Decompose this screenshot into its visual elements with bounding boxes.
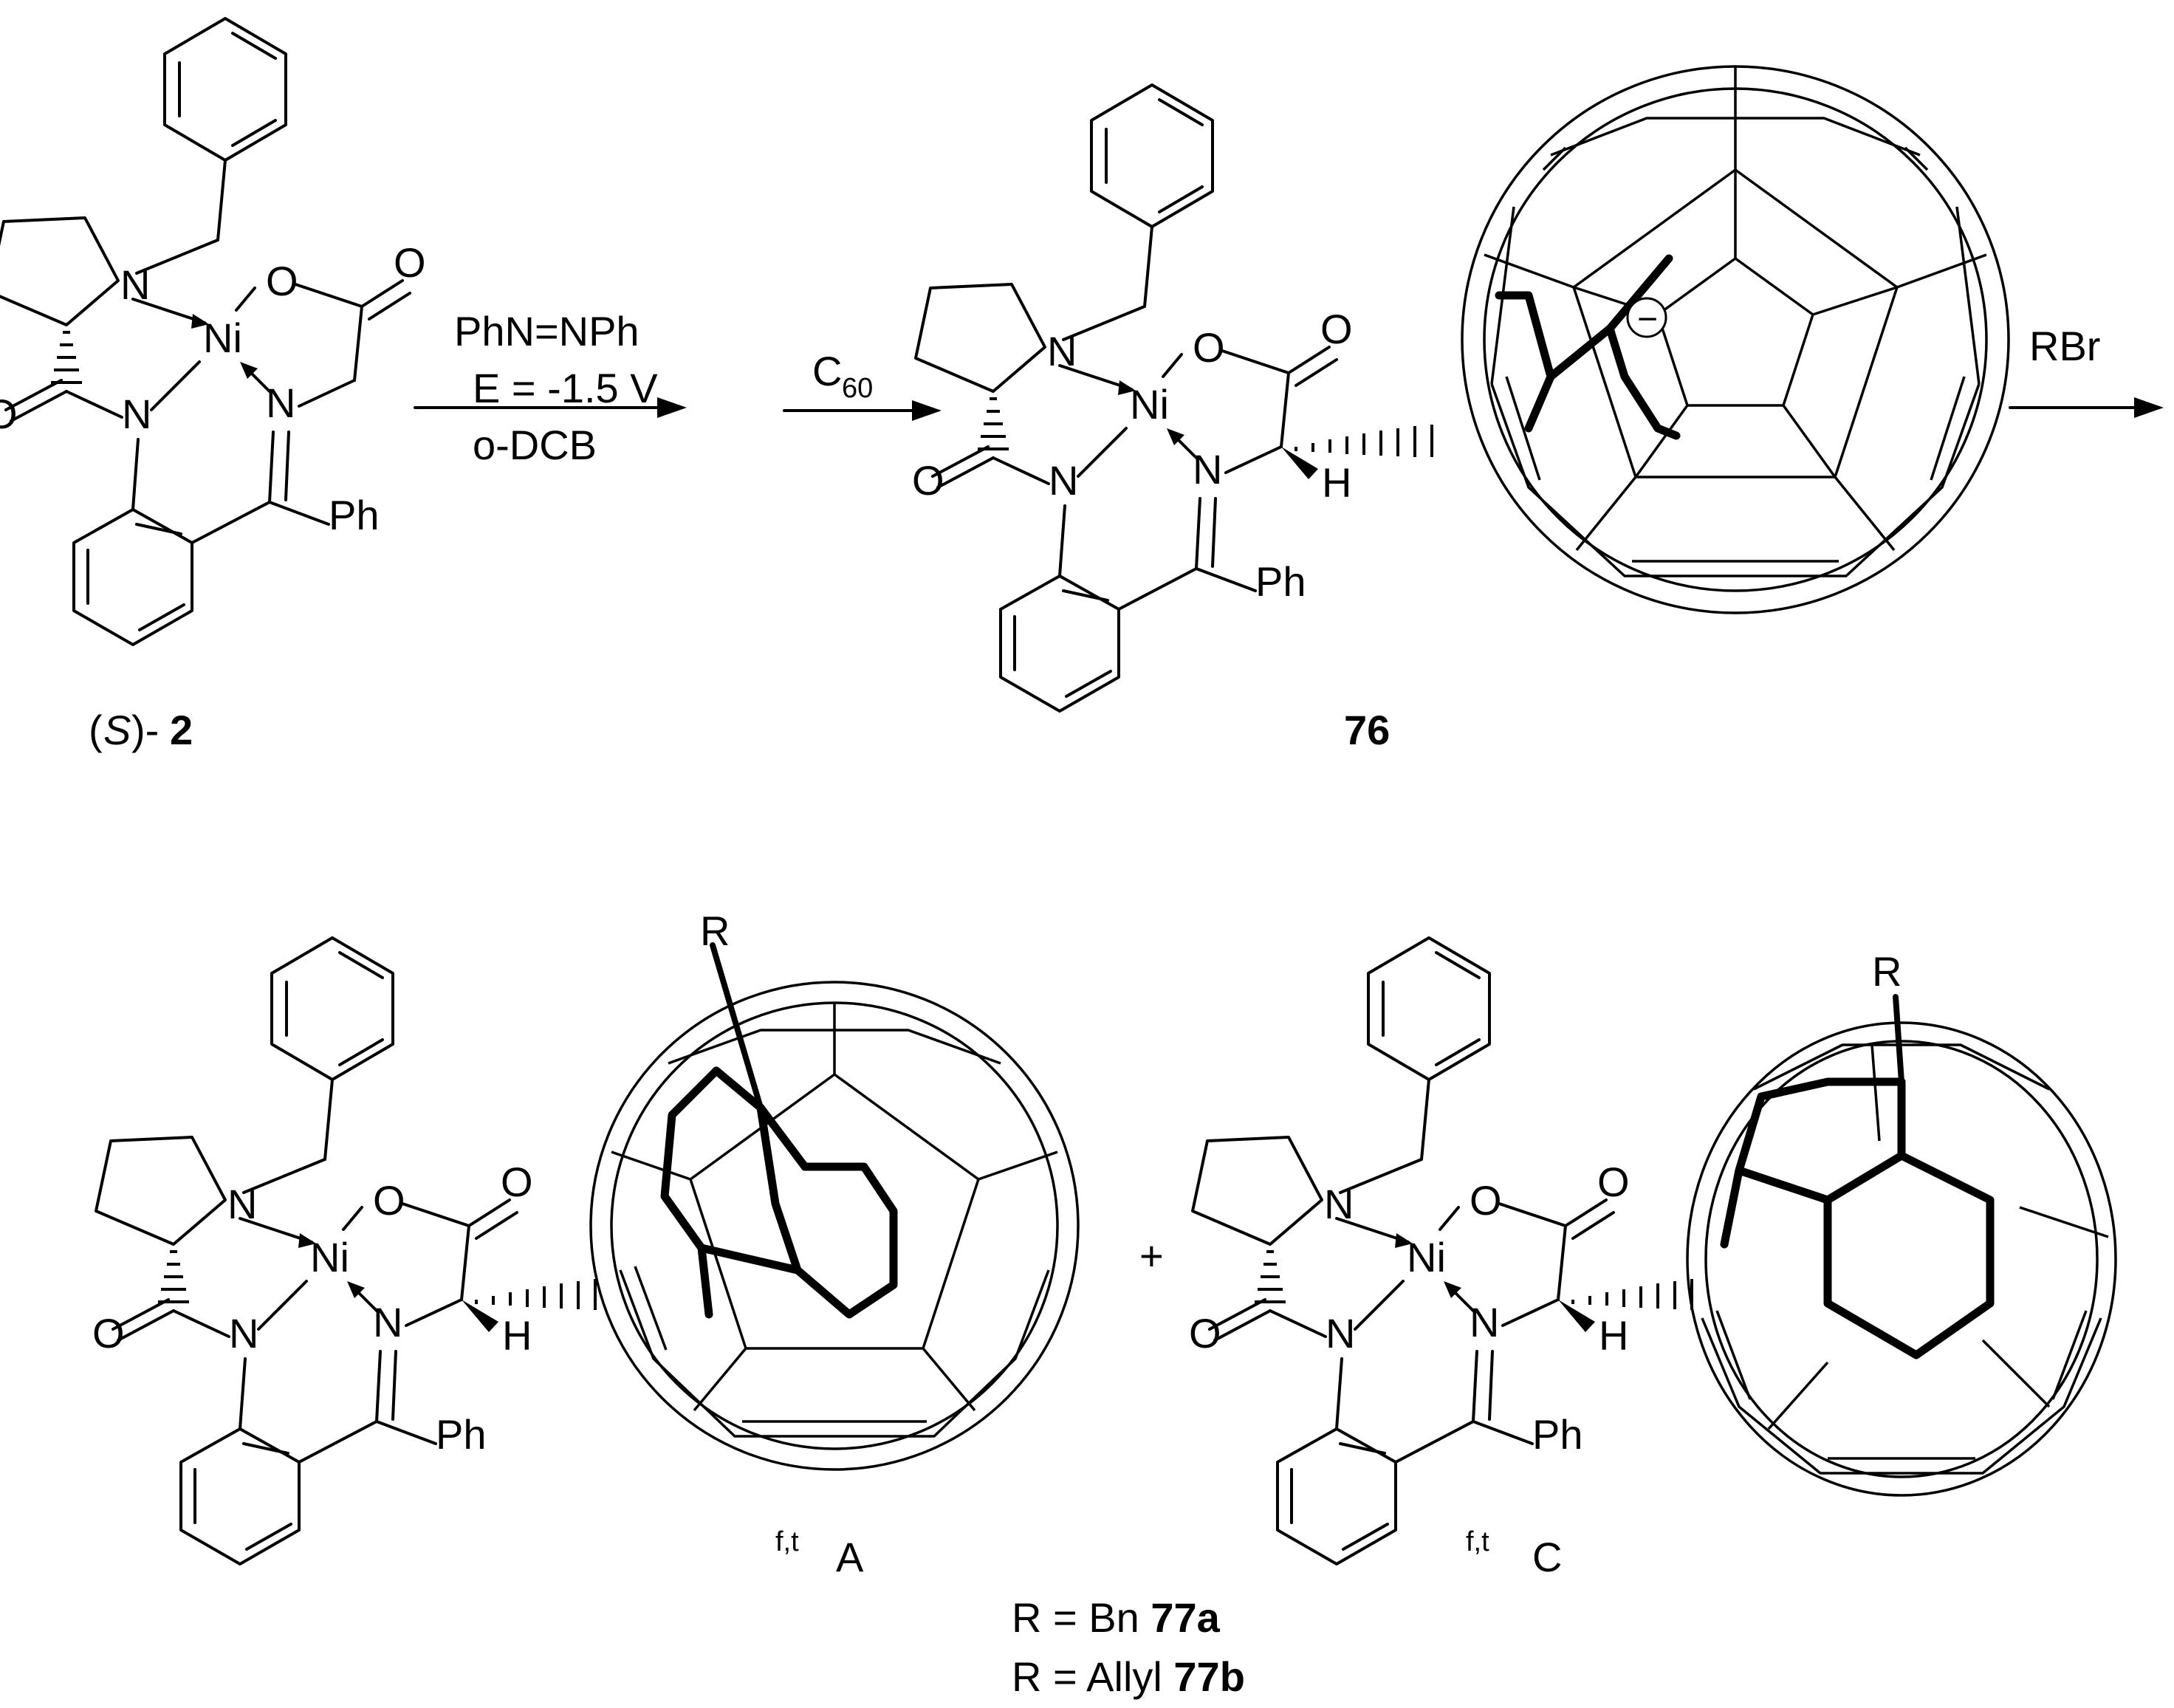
legend-row-2-prefix: R = Allyl xyxy=(1012,1653,1173,1700)
atom-h: H xyxy=(1322,459,1351,506)
atom-o-amide: O xyxy=(912,457,944,504)
compound-s2: N Ni N O N O O Ph xyxy=(0,17,426,646)
label-c-sup: f,t xyxy=(1466,1526,1489,1557)
label-s2-num: 2 xyxy=(170,707,193,753)
label-product-c: f,t C xyxy=(1466,1526,1562,1580)
atom-n-imine: N xyxy=(1470,1299,1499,1345)
atom-ph: Ph xyxy=(1255,558,1306,605)
atom-n-imine: N xyxy=(373,1299,402,1345)
legend-row-1-prefix: R = Bn xyxy=(1012,1594,1151,1641)
atom-r-a: R xyxy=(700,908,730,954)
atom-o-carboxyl: O xyxy=(266,258,298,304)
atom-ni: Ni xyxy=(310,1234,349,1280)
reagent-solvent: o-DCB xyxy=(473,422,597,468)
atom-n-amide: N xyxy=(122,391,151,437)
reaction-arrow-1: PhN=NPh E = -1.5 V o-DCB xyxy=(414,308,687,468)
atom-ph: Ph xyxy=(329,492,380,538)
fullerene-anion: − xyxy=(1461,65,2010,614)
atom-ni: Ni xyxy=(203,315,242,361)
atom-n-imine: N xyxy=(1193,446,1222,493)
atom-n-pyrrolidine: N xyxy=(227,1181,257,1227)
atom-o-amide: O xyxy=(0,391,18,437)
atom-ph: Ph xyxy=(1532,1411,1583,1458)
reaction-arrow-2: C 60 xyxy=(783,348,942,421)
atom-ni: Ni xyxy=(1407,1234,1446,1280)
label-76: 76 xyxy=(1344,707,1390,753)
atom-n-pyrrolidine: N xyxy=(1324,1181,1354,1227)
atom-o-carbonyl: O xyxy=(1597,1159,1630,1205)
substituent-legend: R = Bn 77a R = Allyl 77b xyxy=(1012,1594,1245,1700)
label-s2: ( S )- 2 xyxy=(89,707,193,753)
atom-n-pyrrolidine: N xyxy=(120,261,150,308)
atom-ni: Ni xyxy=(1130,381,1169,428)
legend-row-1: R = Bn 77a xyxy=(1012,1594,1221,1641)
atom-r-c: R xyxy=(1872,948,1902,995)
atom-o-carbonyl: O xyxy=(1320,306,1353,352)
atom-o-carboxyl: O xyxy=(373,1177,405,1224)
atom-ph: Ph xyxy=(436,1411,487,1458)
label-s2-config: S xyxy=(103,707,131,753)
compound-76: N Ni N O N O O Ph H xyxy=(912,83,1433,713)
fullerene-product-a xyxy=(589,942,1080,1471)
reagent-rbr: RBr xyxy=(2029,323,2100,369)
reagent-c60-sub: 60 xyxy=(842,373,873,404)
legend-row-1-compound: 77a xyxy=(1151,1594,1220,1641)
atom-n-amide: N xyxy=(1326,1310,1355,1357)
atom-n-amide: N xyxy=(229,1310,258,1357)
atom-o-carbonyl: O xyxy=(394,239,426,286)
label-a-sup: f,t xyxy=(775,1526,799,1557)
atom-o-carboxyl: O xyxy=(1470,1177,1502,1224)
reagent-azobenzene: PhN=NPh xyxy=(454,308,639,354)
legend-row-2-compound: 77b xyxy=(1173,1653,1245,1700)
atom-o-amide: O xyxy=(92,1310,125,1357)
atom-o-amide: O xyxy=(1189,1310,1221,1357)
label-s2-open: ( xyxy=(89,707,103,753)
atom-o-carbonyl: O xyxy=(501,1159,533,1205)
charge-minus: − xyxy=(1637,300,1658,339)
reagent-c60-main: C xyxy=(812,348,842,394)
plus-sign: + xyxy=(1139,1232,1164,1279)
compound-product-c: N Ni N O N O O Ph H xyxy=(1189,936,1693,1565)
label-s2-close: )- xyxy=(131,707,159,753)
fullerene-product-c xyxy=(1686,994,2117,1497)
atom-n-imine: N xyxy=(266,380,295,426)
label-c-letter: C xyxy=(1532,1534,1562,1580)
atom-h: H xyxy=(502,1312,532,1359)
label-a-letter: A xyxy=(836,1534,864,1580)
atom-n-pyrrolidine: N xyxy=(1047,328,1077,374)
reagent-potential: E = -1.5 V xyxy=(473,365,658,411)
reaction-arrow-3: RBr xyxy=(2009,323,2164,418)
legend-row-2: R = Allyl 77b xyxy=(1012,1653,1245,1700)
label-76-text: 76 xyxy=(1344,707,1390,753)
atom-n-amide: N xyxy=(1049,457,1078,504)
label-product-a: f,t A xyxy=(775,1526,864,1580)
atom-h: H xyxy=(1599,1312,1628,1359)
atom-o-carboxyl: O xyxy=(1193,324,1225,371)
compound-product-a: N Ni N O N O O Ph H xyxy=(92,936,597,1565)
